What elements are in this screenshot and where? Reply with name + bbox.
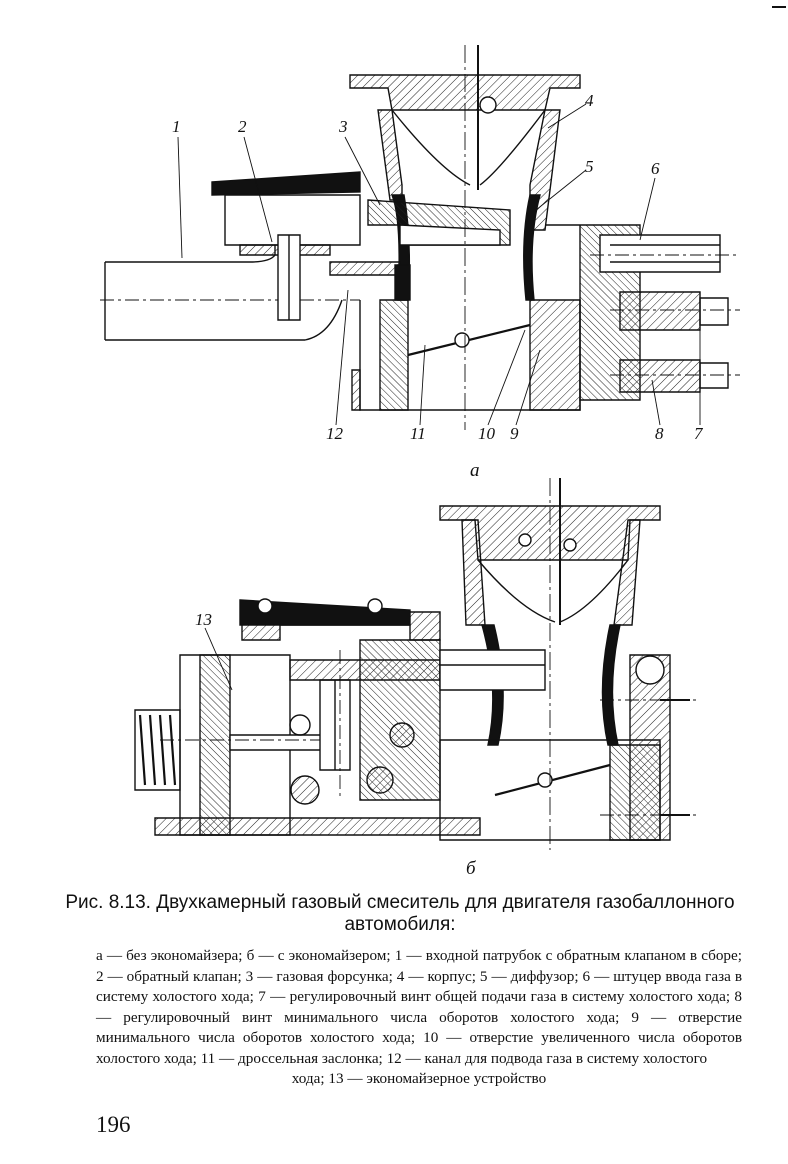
legend-text: а — без экономайзера; б — с экономайзеро… [96, 947, 742, 1067]
callout-5: 5 [585, 157, 594, 176]
figure-legend: а — без экономайзера; б — с экономайзеро… [96, 946, 742, 1090]
callout-4: 4 [585, 91, 594, 110]
callout-3: 3 [339, 117, 348, 136]
callout-10: 10 [478, 424, 495, 443]
technical-drawings [100, 45, 740, 850]
figure-b-label: б [466, 858, 476, 879]
legend-last-line: хода; 13 — экономайзерное устройство [291, 1070, 547, 1087]
page-number: 196 [96, 1112, 131, 1137]
callout-2: 2 [238, 117, 247, 136]
figure-a-label: а [470, 460, 480, 481]
figure-b-drawing [134, 478, 700, 850]
callout-6: 6 [651, 159, 660, 178]
callout-12: 12 [326, 424, 343, 443]
callout-11: 11 [410, 424, 426, 443]
callout-8: 8 [655, 424, 664, 443]
figure-caption: Рис. 8.13. Двухкамерный газовый смесител… [65, 892, 735, 935]
corner-mark [772, 6, 786, 8]
callout-1: 1 [172, 117, 181, 136]
callout-13: 13 [195, 610, 212, 629]
figure-a-drawing [100, 45, 740, 430]
callout-9: 9 [510, 424, 519, 443]
callout-7: 7 [694, 424, 703, 443]
